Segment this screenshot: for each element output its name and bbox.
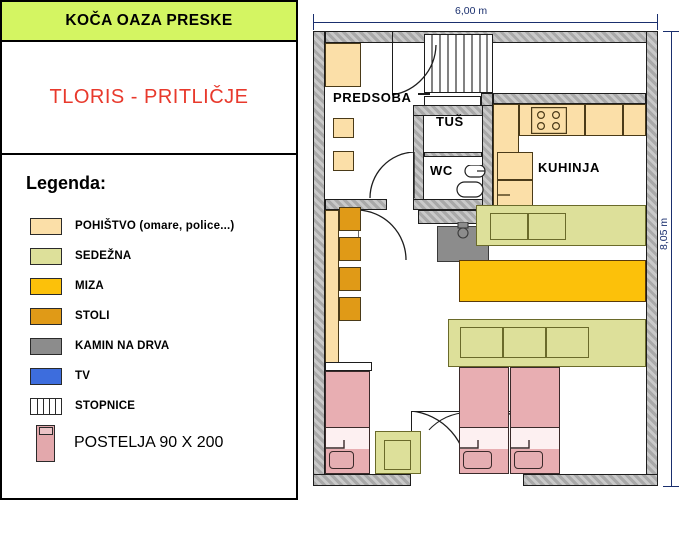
bed-right-a-fold [460,427,508,449]
bed-left-fold [326,427,369,449]
dimension-tick-bottom-right [663,486,679,487]
chair-1 [339,207,361,231]
floorplan-screenshot: KOČA OAZA PRESKE TLORIS - PRITLIČJE Lege… [0,0,700,500]
door-hall-lower-swing-icon [358,210,407,261]
door-north-swing-icon [392,44,437,96]
bed-right-b-fold-corner-icon [511,440,530,449]
swatch-furniture-icon [30,217,62,235]
swatch-table-icon [30,277,62,295]
legend: Legenda: POHIŠTVO (omare, police...) SED… [2,155,296,500]
plan-subtitle-bar: TLORIS - PRITLIČJE [2,42,296,155]
sofa-mid-cushion-2 [503,327,546,358]
chair-4 [339,297,361,321]
sofa-mid-cushion-3 [546,327,589,358]
wall-hall-top-stub [325,31,393,43]
dimension-label-width: 6,00 m [455,5,488,17]
legend-item-stairs: STOPNICE [30,391,280,421]
legend-label: STOLI [75,310,110,322]
kitchen-sink-unit-upper [497,152,533,180]
room-label-wc: WC [430,163,453,178]
legend-label: KAMIN NA DRVA [75,340,170,352]
sofa-top-right-cushion-2 [528,213,566,240]
wall-bottom-right [523,474,658,486]
bed-right-b-pillow [513,451,543,469]
pillow-shape [38,427,53,435]
sofa-mid-cushion-1 [460,327,503,358]
dimension-label-height: 8,05 m [658,217,670,250]
legend-list: POHIŠTVO (omare, police...) SEDEŽNA MIZA… [30,211,280,465]
legend-label: STOPNICE [75,400,136,412]
legend-item-seating: SEDEŽNA [30,241,280,271]
dimension-tick-left [313,14,314,30]
kitchen-counter-top-c [623,104,646,136]
fireplace-flue-icon [457,222,469,239]
wall-tus-wc-divider [424,152,482,157]
wall-left [313,31,325,486]
info-panel: KOČA OAZA PRESKE TLORIS - PRITLIČJE Lege… [0,0,298,500]
dimension-tick-top-right [663,31,679,32]
wall-hall-right [418,93,430,95]
room-label-predsoba: PREDSOBA [333,90,412,105]
legend-heading: Legenda: [26,173,107,193]
legend-item-fireplace: KAMIN NA DRVA [30,331,280,361]
door-north-leaf [392,43,394,95]
legend-label: POSTELJA 90 X 200 [74,434,224,451]
legend-item-tv: TV [30,361,280,391]
cabinet-hall-mid-2 [333,151,354,171]
bed-left [325,371,370,474]
page-title: KOČA OAZA PRESKE [65,12,233,29]
bed-left-headboard [325,362,372,371]
wall-bottom-left [313,474,411,486]
legend-label: POHIŠTVO (omare, police...) [75,220,235,232]
sink-tap-icon [498,194,510,196]
legend-item-chairs: STOLI [30,301,280,331]
legend-label: SEDEŽNA [75,250,132,262]
plan-title-bar: KOČA OAZA PRESKE [2,2,296,42]
room-label-kuhinja: KUHINJA [538,160,600,175]
staircase [424,34,493,93]
stove-hob-icon [531,107,567,134]
swatch-seating-icon [30,247,62,265]
bed-right-b-fold [511,427,559,449]
door-hall-swing-icon [369,152,415,199]
bed-right-b [510,367,560,474]
chair-3 [339,267,361,291]
swatch-bed-icon [36,424,55,462]
dimension-line-right [671,31,672,486]
legend-item-bed: POSTELJA 90 X 200 [30,421,280,465]
toilet-icon [456,165,486,198]
plan-subtitle: TLORIS - PRITLIČJE [49,86,249,108]
cabinet-strip-left [325,210,339,365]
bed-left-fold-corner-icon [326,440,345,449]
cabinet-hall-mid-1 [333,118,354,138]
armchair-bottom-left-cushion [384,440,411,470]
wall-right [646,31,658,486]
dimension-tick-right [657,14,658,30]
room-label-tus: TUŠ [436,114,464,129]
chair-2 [339,237,361,261]
swatch-fireplace-icon [30,337,62,355]
bed-right-a [459,367,509,474]
swatch-stairs-icon [30,397,62,415]
bed-right-a-pillow [462,451,492,469]
swatch-chairs-icon [30,307,62,325]
wall-kitchen-top [493,93,646,104]
sofa-top-right-cushion-1 [490,213,528,240]
bed-left-pillow [328,451,355,469]
kitchen-counter-top-b [585,104,623,136]
bed-right-a-fold-corner-icon [460,440,479,449]
legend-item-furniture: POHIŠTVO (omare, police...) [30,211,280,241]
dimension-line-top [313,22,658,23]
floor-plan-drawing: 6,00 m 8,05 m [300,0,700,500]
legend-label: TV [75,370,91,382]
legend-label: MIZA [75,280,104,292]
cabinet-hall-top [325,43,361,87]
dining-table [459,260,646,302]
swatch-tv-icon [30,367,62,385]
legend-item-table: MIZA [30,271,280,301]
